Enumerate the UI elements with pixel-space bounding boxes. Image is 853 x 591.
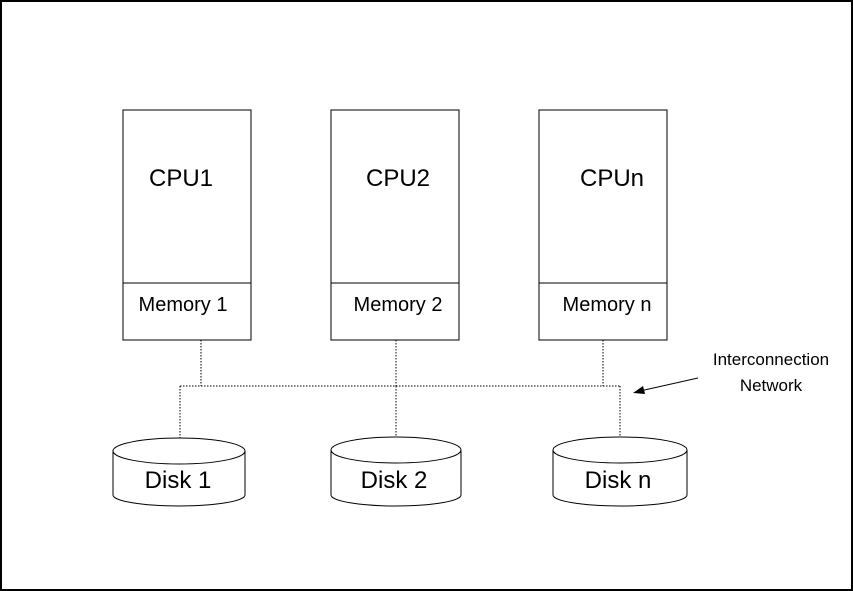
disk-n <box>552 436 688 507</box>
interconnection-network <box>179 340 621 438</box>
cpu-label-n: CPUn <box>580 165 644 192</box>
disk-label-n: Disk n <box>585 467 652 494</box>
cpu-box-n <box>538 109 668 341</box>
disk-label-1: Disk 1 <box>145 467 212 494</box>
disk-top-2 <box>330 436 462 464</box>
disk-2 <box>330 436 462 507</box>
node-n: CPUn Memory n <box>538 109 668 341</box>
cpu-box-1 <box>122 109 252 341</box>
disk-body-1 <box>112 451 246 507</box>
memory-label-1: Memory 1 <box>139 294 228 316</box>
node-1: CPU1 Memory 1 <box>122 109 252 341</box>
disk-body-2 <box>330 450 462 507</box>
disk-label-2: Disk 2 <box>361 467 428 494</box>
disk-body-n <box>552 450 688 507</box>
disk-1 <box>112 437 246 507</box>
cpu-label-1: CPU1 <box>149 165 213 192</box>
disk-top-n <box>552 436 688 464</box>
node-2: CPU2 Memory 2 <box>330 109 460 341</box>
network-pointer-arrow <box>633 377 699 394</box>
network-label-line2: Network <box>740 376 803 395</box>
cpu-box-2 <box>330 109 460 341</box>
cpu-label-2: CPU2 <box>366 165 430 192</box>
disk-top-1 <box>112 437 246 465</box>
network-label-line1: Interconnection <box>713 350 829 369</box>
memory-label-2: Memory 2 <box>354 294 443 316</box>
memory-label-n: Memory n <box>563 294 652 316</box>
